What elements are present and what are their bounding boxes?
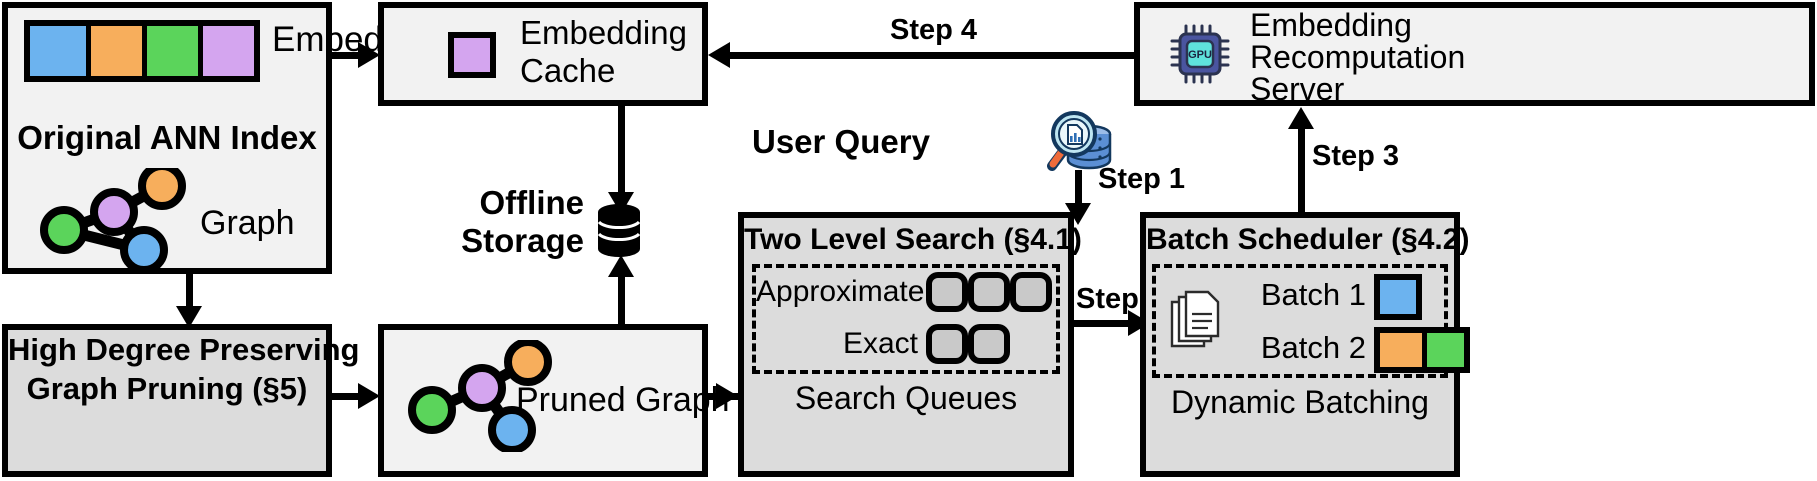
embedding-chip-strip — [24, 20, 260, 82]
recompute-server-title-line1: Embedding — [1250, 7, 1412, 43]
arrow-step3-head — [1288, 107, 1314, 129]
approximate-queue-slot-2 — [968, 272, 1010, 312]
dynamic-batching-footer: Dynamic Batching — [1171, 384, 1429, 420]
batch-1-chip-blue — [1374, 274, 1422, 320]
two-level-search-title: Two Level Search (§4.1) — [744, 223, 1082, 256]
exact-queue-slot-1 — [926, 324, 968, 364]
batch-2-chip-orange — [1380, 333, 1422, 367]
arrow-pruned-to-storage-head — [608, 255, 634, 277]
approximate-queue-label: Approximate — [756, 275, 925, 308]
query-search-database-icon — [1047, 111, 1112, 171]
batch-scheduler-title: Batch Scheduler (§4.2) — [1146, 223, 1470, 256]
documents-icon — [1170, 290, 1220, 348]
arrow-ann-to-cache-head — [358, 42, 380, 68]
offline-storage-label-line2: Storage — [461, 222, 584, 259]
embedding-chip-purple — [198, 26, 254, 76]
arrow-pruned-to-storage-shaft — [618, 268, 625, 328]
arrow-pruned-to-search-head — [716, 383, 738, 409]
arrow-step4-shaft — [730, 52, 1134, 59]
embedding-chip-orange — [86, 26, 142, 76]
batch-2-chip-strip — [1374, 327, 1470, 373]
original-ann-index-title: Original ANN Index — [17, 119, 317, 156]
batch-2-chip-green — [1422, 333, 1464, 367]
graph-label: Graph — [200, 204, 295, 242]
arrow-ann-to-pruning-shaft — [186, 274, 193, 310]
arrow-pruning-to-pruned-shaft — [332, 393, 366, 400]
arrow-pruning-to-pruned-head — [358, 383, 380, 409]
step1-label: Step 1 — [1098, 163, 1186, 195]
embedding-cache-title-line2: Cache — [520, 52, 616, 89]
graph-pruning-title-line2: Graph Pruning (§5) — [26, 371, 308, 406]
recompute-server-title-line3: Server — [1250, 71, 1345, 107]
arrow-ann-to-cache-shaft — [332, 52, 366, 59]
database-cylinder-icon — [597, 204, 641, 257]
pruned-graph-label: Pruned Graph — [516, 381, 730, 419]
embedding-cache-box — [378, 2, 708, 106]
approximate-queue-slot-1 — [926, 272, 968, 312]
graph-pruning-box — [2, 324, 332, 477]
gpu-chip-icon: GPU — [1170, 24, 1230, 84]
approximate-queue-slot-3 — [1010, 272, 1052, 312]
svg-text:GPU: GPU — [1188, 49, 1212, 61]
graph-pruning-title-line1: High Degree Preserving — [8, 332, 360, 367]
arrow-step4-head — [708, 42, 730, 68]
batch-1-label: Batch 1 — [1260, 277, 1366, 312]
embedding-recomputation-server-box — [1134, 2, 1815, 106]
exact-queue-slot-2 — [968, 324, 1010, 364]
recompute-server-title-line2: Recomputation — [1250, 39, 1466, 75]
search-queues-footer: Search Queues — [794, 380, 1018, 416]
arrow-step1-shaft — [1075, 170, 1082, 210]
step4-label: Step 4 — [890, 14, 978, 46]
search-queues-dashed-region — [752, 264, 1060, 374]
embedding-chip-green — [142, 26, 198, 76]
arrow-cache-to-storage-shaft — [618, 106, 625, 198]
arrow-ann-to-pruning-head — [176, 306, 202, 328]
dynamic-batching-dashed-region — [1152, 264, 1448, 378]
step3-label: Step 3 — [1312, 140, 1400, 172]
embedding-cache-title-line1: Embedding — [520, 14, 687, 51]
two-level-search-box — [738, 212, 1074, 477]
arrow-step3-shaft — [1298, 125, 1305, 213]
exact-queue-label: Exact — [842, 327, 918, 360]
pruned-graph-illustration — [408, 340, 552, 452]
offline-storage-label-line1: Offline — [479, 184, 585, 221]
embedding-cache-chip — [448, 32, 496, 78]
batch-2-label: Batch 2 — [1260, 330, 1366, 365]
user-query-label: User Query — [752, 123, 930, 160]
arrow-step2-shaft — [1074, 320, 1146, 327]
ann-graph-illustration — [40, 168, 186, 268]
embedding-chip-blue — [30, 26, 86, 76]
